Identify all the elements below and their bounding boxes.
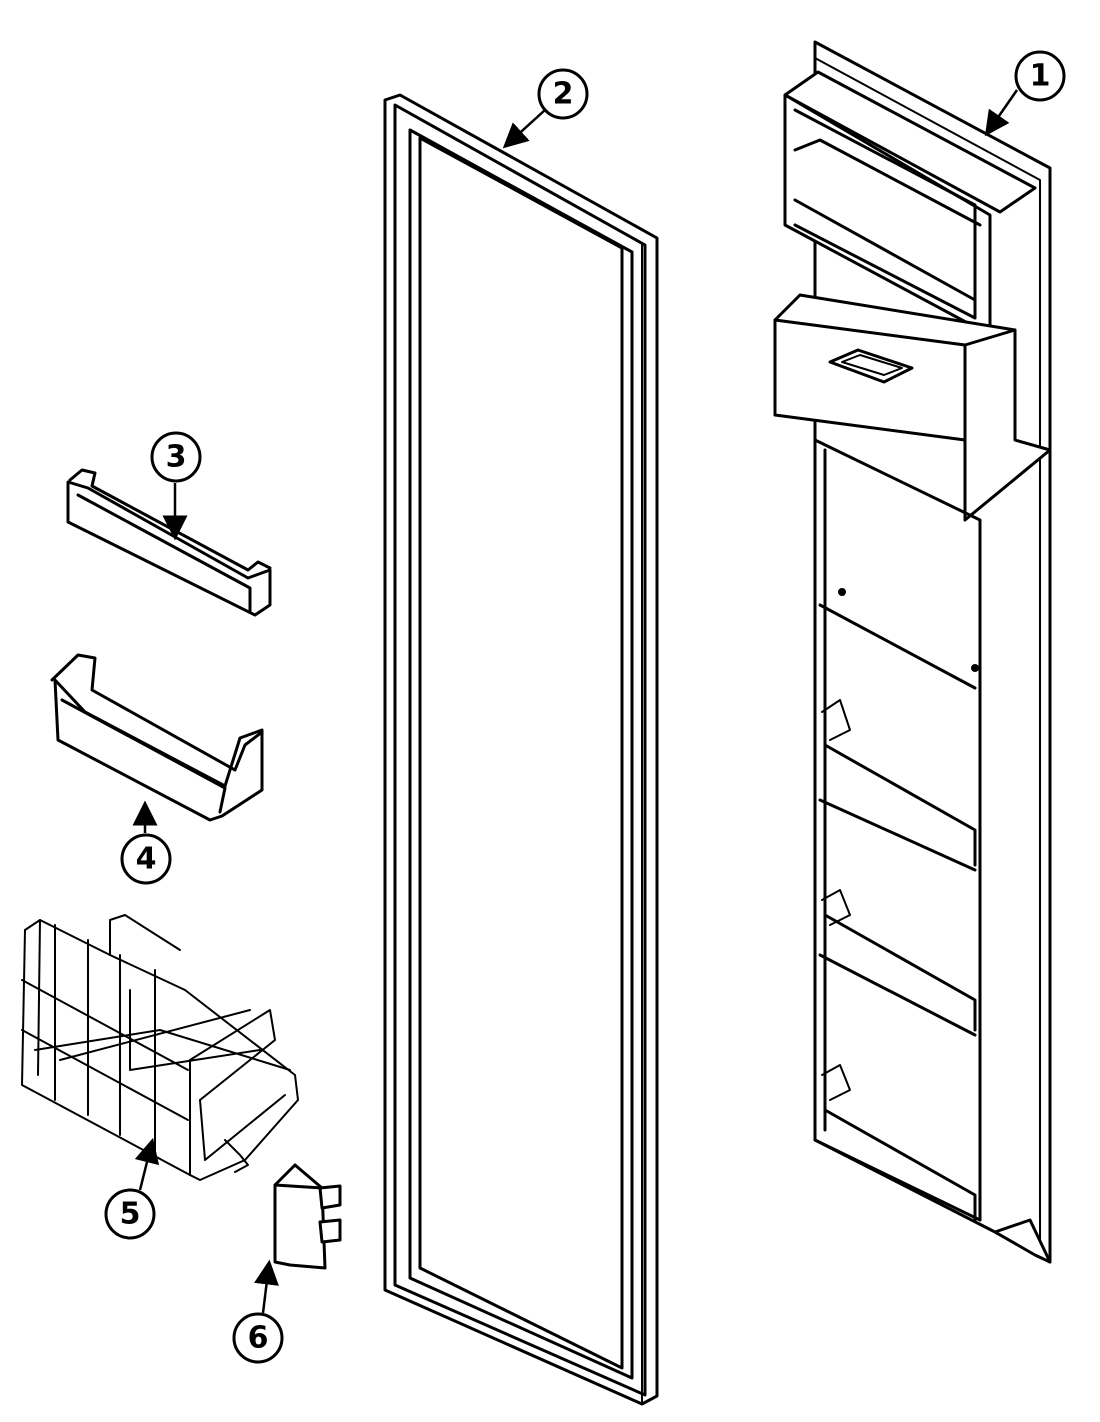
callout-1-circle [1014,50,1066,102]
callout-1: 1 [1014,50,1066,102]
callout-leaders [132,89,1019,1314]
part-door-bin-large [50,653,264,822]
callout-6-label: 6 [248,1321,269,1356]
part-wire-basket [21,914,299,1181]
callout-2-label: 2 [553,77,574,112]
callout-6: 6 [232,1312,284,1364]
part-door-liner [773,40,1052,1264]
callout-4: 4 [120,833,172,885]
callout-2-circle [537,68,589,120]
callout-2: 2 [537,68,589,120]
callout-3: 3 [150,431,202,483]
callout-6-circle [232,1312,284,1364]
part-door-bin-small [66,468,272,617]
callout-5: 5 [104,1188,156,1240]
callout-5-label: 5 [120,1197,141,1232]
callout-3-label: 3 [166,440,187,475]
callout-3-circle [150,431,202,483]
callout-4-circle [120,833,172,885]
part-door-gasket [383,93,659,1406]
callout-5-circle [104,1188,156,1240]
callout-4-label: 4 [136,842,157,877]
callout-1-label: 1 [1030,59,1051,94]
part-hinge-cover [273,1163,342,1270]
